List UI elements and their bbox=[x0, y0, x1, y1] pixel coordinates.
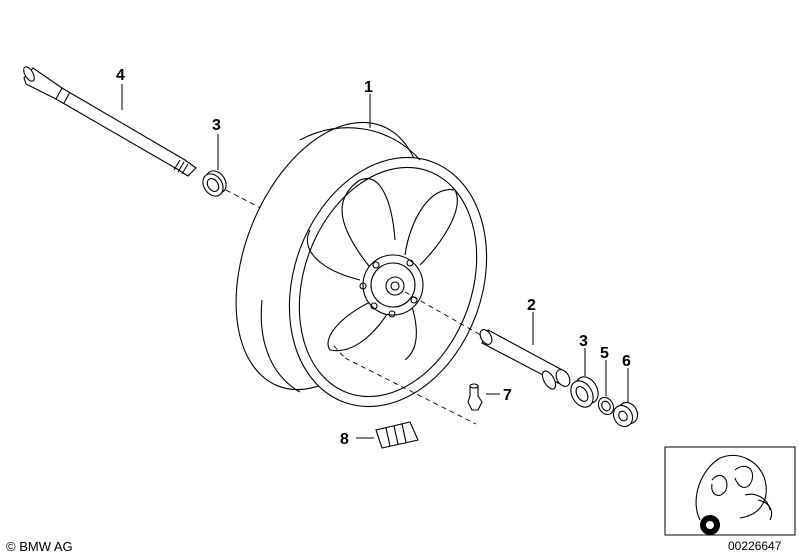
balance-weight-part[interactable] bbox=[375, 421, 419, 449]
part-label-4: 4 bbox=[116, 67, 125, 84]
part-label-5: 5 bbox=[600, 345, 609, 362]
part-label-6: 6 bbox=[622, 353, 631, 370]
ring-part[interactable] bbox=[595, 395, 616, 418]
motorcycle-thumbnail bbox=[664, 446, 796, 536]
axle-part[interactable] bbox=[22, 65, 197, 177]
wheel-part[interactable] bbox=[200, 95, 520, 435]
spacer-sleeve-part[interactable] bbox=[478, 328, 573, 392]
part-label-1: 1 bbox=[364, 79, 373, 96]
part-label-3-right: 3 bbox=[579, 333, 588, 350]
bushing-part[interactable] bbox=[610, 399, 642, 430]
part-label-2: 2 bbox=[527, 297, 536, 314]
valve-part[interactable] bbox=[467, 383, 483, 411]
part-label-7: 7 bbox=[503, 387, 512, 404]
diagram-id: 00226647 bbox=[728, 539, 782, 553]
part-label-3-left: 3 bbox=[212, 117, 221, 134]
copyright-text: © BMW AG bbox=[6, 539, 73, 554]
bearing-left-part[interactable] bbox=[199, 167, 231, 200]
part-label-8: 8 bbox=[340, 431, 349, 448]
bearing-right-part[interactable] bbox=[566, 373, 602, 411]
